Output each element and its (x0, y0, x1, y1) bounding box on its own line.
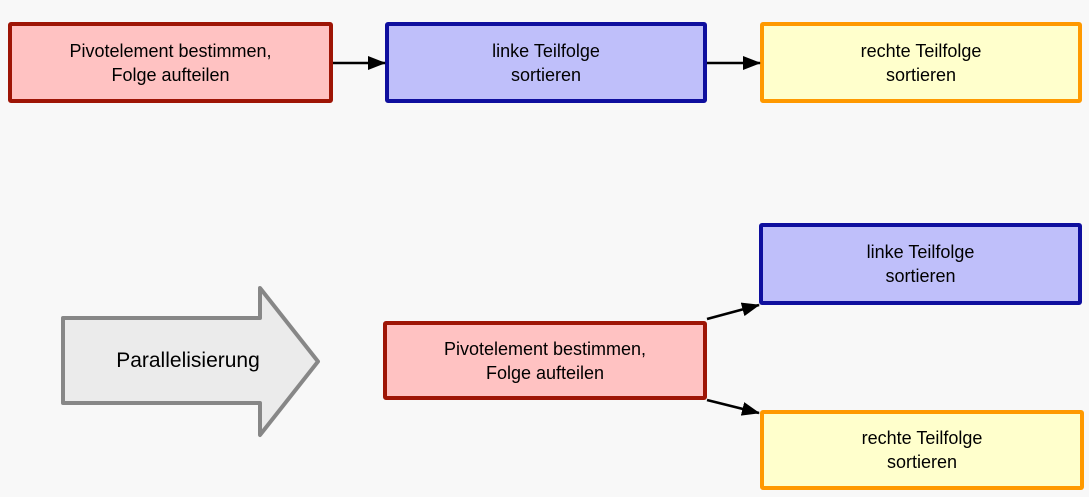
box-text-line: sortieren (510, 64, 582, 85)
fork-arrow-down (706, 398, 760, 416)
box-text-line: linke Teilfolge (866, 242, 975, 262)
pivot-box-bottom: Pivotelement bestimmen, Folge aufteilen (383, 321, 707, 400)
box-text-line: Folge aufteilen (485, 362, 605, 383)
box-text-line: Pivotelement bestimmen, (69, 40, 272, 61)
fork-arrow-up (706, 302, 760, 321)
box-text-line: Folge aufteilen (111, 64, 230, 85)
rechte-teilfolge-box-bottom: rechte Teilfolge sortieren (760, 410, 1084, 490)
box-text-line: sortieren (886, 452, 958, 472)
rechte-teilfolge-box-top: rechte Teilfolge sortieren (760, 22, 1082, 103)
box-text-line: linke Teilfolge (492, 40, 600, 61)
parallelisierung-label: Parallelisierung (116, 348, 260, 372)
linke-teilfolge-box-bottom: linke Teilfolge sortieren (759, 223, 1082, 305)
box-text-line: rechte Teilfolge (860, 40, 982, 61)
pivot-box-top: Pivotelement bestimmen, Folge aufteilen (8, 22, 333, 103)
box-text-line: Pivotelement bestimmen, (443, 338, 647, 359)
box-text-line: sortieren (885, 266, 956, 286)
linke-teilfolge-box-top: linke Teilfolge sortieren (385, 22, 707, 103)
box-text-line: sortieren (885, 64, 957, 85)
box-text-line: rechte Teilfolge (861, 428, 983, 448)
